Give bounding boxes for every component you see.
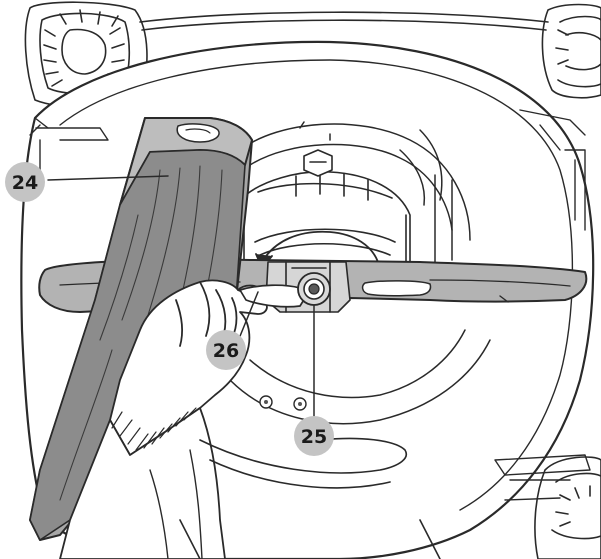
- wrench: [239, 284, 306, 308]
- hand-holding-blade: [109, 279, 268, 456]
- blade-bolt: [297, 272, 331, 306]
- callout-26: 26: [206, 330, 246, 370]
- callout-25: 25: [294, 416, 334, 456]
- deck-inner-recess: [229, 121, 491, 425]
- front-right-wheel: [534, 456, 601, 559]
- rear-frame-rail: [139, 11, 549, 31]
- deck-lower-chute: [179, 437, 441, 559]
- callout-24: 24: [5, 162, 45, 202]
- rear-right-wheel: [541, 3, 601, 99]
- callout-label-25: 25: [301, 426, 327, 448]
- leader-line-24: [47, 175, 169, 181]
- deck-screws: [259, 395, 307, 411]
- sleeve: [59, 407, 226, 559]
- callout-label-24: 24: [12, 172, 38, 194]
- callout-label-26: 26: [213, 340, 239, 362]
